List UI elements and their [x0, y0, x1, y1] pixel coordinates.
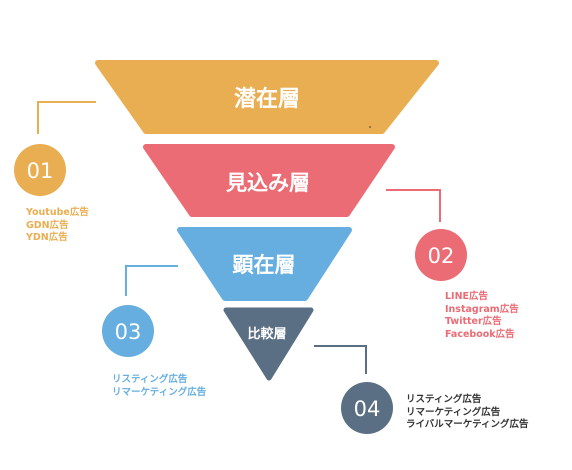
step-02-item: LINE広告 [445, 291, 489, 302]
step-04-item: ライバルマーケティング広告 [406, 419, 529, 430]
step-01-circle [14, 144, 66, 196]
decor-dot [369, 126, 371, 128]
step-01-item: YDN広告 [26, 232, 68, 243]
step-04-number: 04 [354, 397, 381, 421]
layer-4-label: 比較層 [247, 326, 286, 342]
layer-1-shape [95, 60, 439, 134]
step-02-item: Twitter広告 [445, 316, 502, 327]
step-03-item: リスティング広告 [112, 374, 188, 385]
step-01-number: 01 [27, 159, 54, 183]
step-03-item: リマーケティング広告 [112, 386, 207, 398]
step-01-item: Youtube広告 [26, 207, 89, 218]
step-01-ad-list: Youtube広告 GDN広告 YDN広告 [26, 207, 89, 245]
layer-3-shape [177, 227, 352, 301]
connector-02 [386, 189, 441, 222]
connector-04 [314, 345, 367, 374]
step-01-item: GDN広告 [26, 219, 69, 231]
step-04-item: リスティング広告 [406, 394, 482, 405]
step-04-ad-list: リスティング広告 リマーケティング広告 ライバルマーケティング広告 [406, 394, 529, 432]
layer-2-shape [143, 144, 395, 217]
layer-2-label: 見込み層 [226, 171, 310, 195]
connector-03 [125, 265, 178, 296]
step-02-circle [415, 229, 467, 281]
step-02-item: Facebook広告 [445, 328, 515, 340]
step-02-ad-list: LINE広告 Instagram広告 Twitter広告 Facebook広告 [445, 291, 519, 341]
layer-4-shape [223, 307, 314, 381]
step-03-circle [102, 305, 154, 357]
step-02-item: Instagram広告 [445, 303, 519, 315]
step-02-number: 02 [428, 244, 455, 268]
step-04-item: リマーケティング広告 [406, 406, 501, 418]
connector-01 [37, 101, 96, 134]
step-03-ad-list: リスティング広告 リマーケティング広告 [112, 374, 206, 399]
layer-1-label: 潜在層 [234, 86, 300, 112]
step-04-circle [341, 382, 393, 434]
step-03-number: 03 [115, 320, 142, 344]
layer-3-label: 顕在層 [233, 253, 296, 277]
